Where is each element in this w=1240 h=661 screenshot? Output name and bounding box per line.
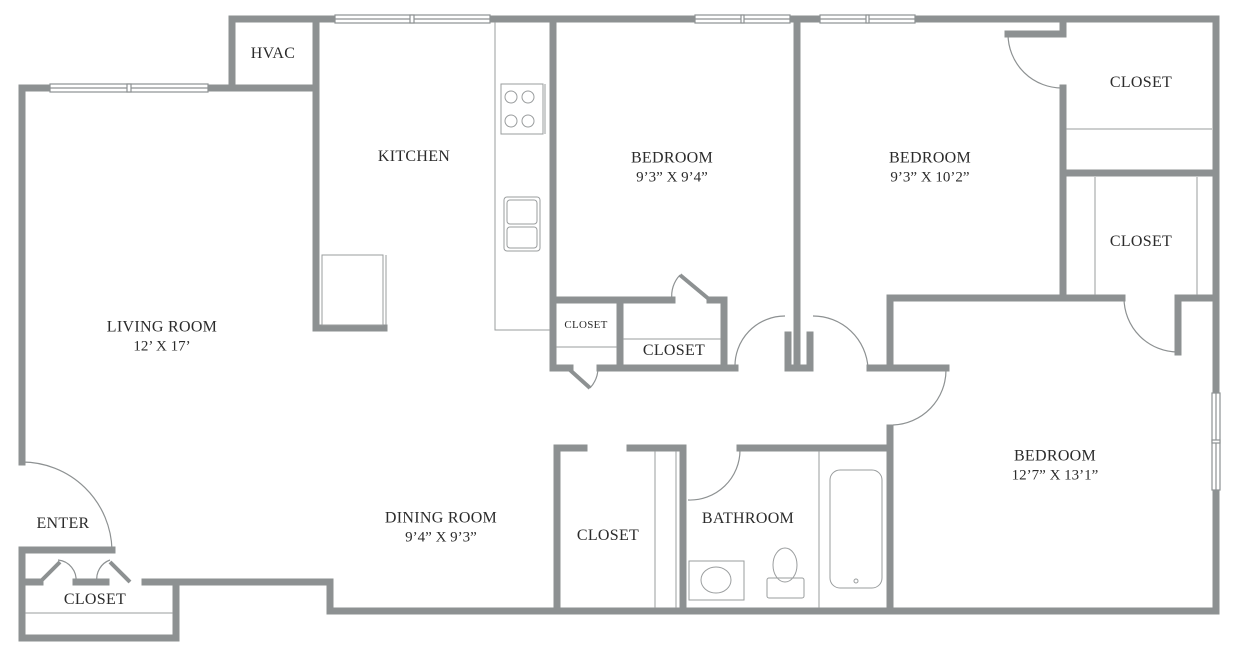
room-label-bedroom-1: BEDROOM 9’3” X 9’4” [630, 149, 714, 186]
room-label-closet-top-right: CLOSET [1109, 74, 1173, 91]
shelf-lines [25, 128, 1212, 614]
room-label-closet-hall: CLOSET [576, 527, 640, 544]
room-label-enter: ENTER [36, 515, 90, 532]
room-label-kitchen: KITCHEN [377, 148, 451, 165]
door-swings [21, 33, 1179, 583]
room-label-dining-room: DINING ROOM 9’4” X 9’3” [384, 509, 498, 546]
bathroom-sink-icon [688, 560, 745, 601]
room-label-closet-entry: CLOSET [63, 591, 127, 608]
windows [49, 14, 1221, 491]
room-label-closet-right-middle: CLOSET [1109, 233, 1173, 250]
bathtub-icon [829, 469, 883, 589]
bathroom-fixtures [688, 469, 883, 601]
room-label-closet-small: CLOSET [564, 319, 608, 332]
room-label-bedroom-2: BEDROOM 9’3” X 10’2” [888, 149, 972, 186]
door-leaves [38, 273, 712, 584]
room-label-hvac: HVAC [250, 45, 296, 62]
kitchen-counter [321, 22, 550, 331]
toilet-icon [772, 547, 798, 583]
refrigerator-icon [321, 254, 384, 326]
walls [18, 15, 1220, 642]
room-label-closet-bedroom-1: CLOSET [642, 342, 706, 359]
room-label-bathroom: BATHROOM [701, 510, 795, 527]
room-label-living-room: LIVING ROOM 12’ X 17’ [106, 318, 218, 355]
room-label-bedroom-3: BEDROOM 12’7” X 13’1” [1011, 447, 1099, 484]
kitchen-sink-icon [503, 196, 541, 252]
stove-cooktop-icon [500, 83, 544, 135]
